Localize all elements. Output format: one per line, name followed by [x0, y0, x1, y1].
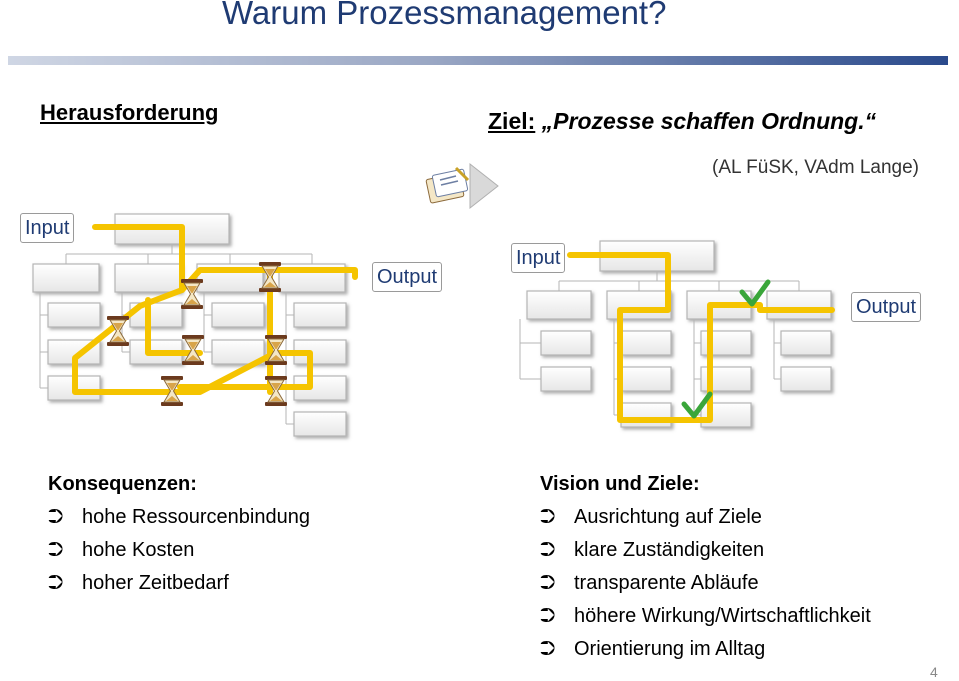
bullet-arrow-icon: ⮊ — [48, 506, 64, 528]
consequences-heading: Konsequenzen: — [48, 473, 197, 495]
right-input-label: Input — [511, 243, 566, 273]
bullet-arrow-icon: ⮊ — [48, 572, 64, 594]
goal-label: Ziel: — [488, 108, 536, 134]
list-item: ⮊hohe Ressourcenbindung — [48, 501, 310, 534]
bullet-arrow-icon: ⮊ — [540, 638, 556, 660]
vision-list: Vision und Ziele: ⮊Ausrichtung auf Ziele… — [540, 468, 871, 666]
goal-statement: Ziel: „Prozesse schaffen Ordnung.“ — [488, 108, 876, 135]
page-number: 4 — [930, 664, 938, 680]
left-input-label: Input — [20, 213, 75, 243]
bullet-arrow-icon: ⮊ — [48, 539, 64, 561]
goal-text: „Prozesse schaffen Ordnung.“ — [541, 108, 877, 134]
right-process-path — [567, 252, 835, 423]
challenge-heading: Herausforderung — [40, 100, 219, 125]
right-connectors — [519, 271, 800, 416]
list-item: ⮊hohe Kosten — [48, 534, 310, 567]
right-output-label: Output — [851, 292, 922, 322]
bullet-arrow-icon: ⮊ — [540, 539, 556, 561]
title-underline — [8, 56, 948, 65]
list-item: ⮊hoher Zeitbedarf — [48, 567, 310, 600]
list-item: ⮊klare Zuständigkeiten — [540, 534, 871, 567]
page-title: Warum Prozessmanagement? — [222, 0, 667, 31]
left-org-chart — [32, 213, 347, 437]
bullet-arrow-icon: ⮊ — [540, 572, 556, 594]
vision-heading: Vision und Ziele: — [540, 473, 700, 495]
bullet-arrow-icon: ⮊ — [540, 605, 556, 627]
list-item: ⮊Ausrichtung auf Ziele — [540, 501, 871, 534]
list-item: ⮊Orientierung im Alltag — [540, 633, 871, 666]
left-output-label: Output — [372, 262, 443, 292]
checkmark-icon — [681, 279, 771, 419]
document-arrow-icon — [425, 162, 499, 210]
consequences-list: Konsequenzen: ⮊hohe Ressourcenbindung ⮊h… — [48, 468, 310, 600]
right-org-chart — [526, 240, 832, 428]
bullet-arrow-icon: ⮊ — [540, 506, 556, 528]
list-item: ⮊höhere Wirkung/Wirtschaftlichkeit — [540, 600, 871, 633]
attribution: (AL FüSK, VAdm Lange) — [712, 157, 919, 178]
list-item: ⮊transparente Abläufe — [540, 567, 871, 600]
